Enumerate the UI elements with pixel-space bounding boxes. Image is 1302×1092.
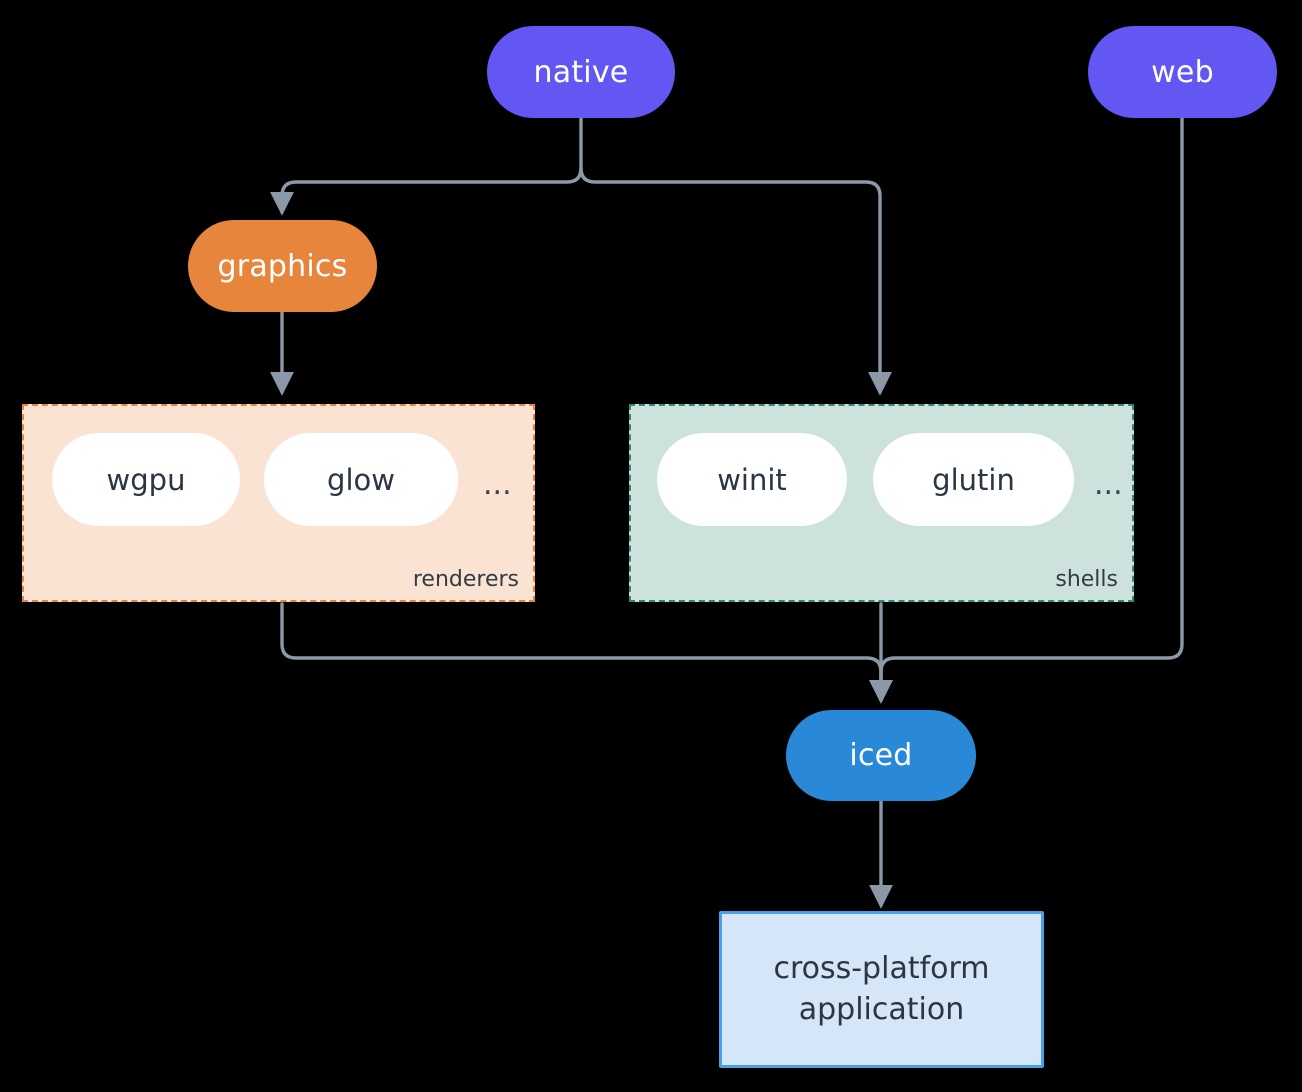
group-renderers: wgpu glow ... renderers	[22, 404, 535, 602]
group-shells: winit glutin ... shells	[629, 404, 1134, 602]
node-cross-platform-application[interactable]: cross-platform application	[719, 911, 1044, 1068]
edge-web-to-iced	[869, 116, 1184, 704]
group-shells-label: shells	[1055, 567, 1118, 592]
group-item-wgpu[interactable]: wgpu	[52, 433, 240, 526]
node-native[interactable]: native	[487, 26, 675, 118]
node-graphics[interactable]: graphics	[188, 220, 377, 312]
group-renderers-more: ...	[483, 467, 512, 502]
group-item-glow-label: glow	[327, 462, 395, 497]
node-iced-label: iced	[849, 738, 913, 773]
group-item-glutin[interactable]: glutin	[873, 433, 1074, 526]
edge-native-to-graphics	[270, 166, 583, 216]
node-iced[interactable]: iced	[786, 710, 976, 801]
edge-renderers-to-iced	[280, 602, 893, 704]
edge-native-to-shells	[579, 166, 892, 396]
node-web-label: web	[1151, 54, 1214, 90]
application-label-line2: application	[798, 991, 965, 1027]
group-item-wgpu-label: wgpu	[106, 462, 186, 497]
group-item-winit[interactable]: winit	[657, 433, 847, 526]
group-shells-more: ...	[1094, 467, 1123, 502]
group-renderers-label: renderers	[412, 567, 519, 592]
node-native-label: native	[533, 54, 629, 90]
group-item-glow[interactable]: glow	[264, 433, 458, 526]
application-label-line1: cross-platform	[773, 951, 990, 986]
node-graphics-label: graphics	[217, 248, 348, 284]
node-web[interactable]: web	[1088, 26, 1277, 118]
group-item-winit-label: winit	[717, 462, 787, 497]
group-item-glutin-label: glutin	[932, 462, 1015, 497]
